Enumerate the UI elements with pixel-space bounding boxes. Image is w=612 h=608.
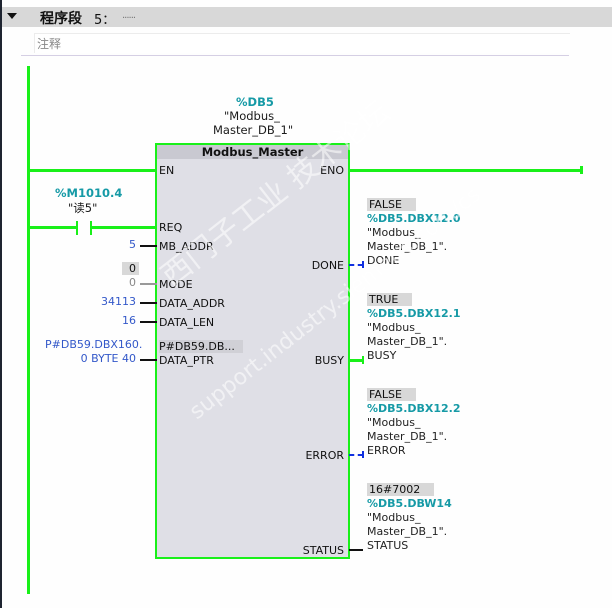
editor-left-border [0,0,2,608]
done-symbol-line3: DONE [367,254,400,267]
error-symbol-line1: "Modbus_ [367,416,421,429]
pin-status: STATUS [302,544,344,557]
network-comment-field[interactable] [34,33,570,53]
contact-symbol[interactable]: "读5" [68,201,98,215]
data-ptr-value-line1[interactable]: P#DB59.DBX160. [45,338,143,351]
header-divider [21,55,569,56]
network-number: 5： [94,13,116,28]
done-wire-end [362,261,364,268]
done-symbol-line2: Master_DB_1". [367,240,448,253]
error-symbol-line3: ERROR [367,444,406,457]
done-address: %DB5.DBX12.0 [367,212,461,225]
status-monitor-value: 16#7002 [367,483,435,496]
done-monitor-value: FALSE [367,198,416,211]
busy-symbol-line1: "Modbus_ [367,321,421,334]
busy-address: %DB5.DBX12.1 [367,307,461,320]
pin-data-len: DATA_LEN [159,316,215,329]
mb-addr-wire [140,245,157,247]
network-title-label: 程序段 [40,11,82,27]
busy-wire-end [362,356,364,364]
network-header[interactable] [2,7,612,27]
req-wire-right [91,226,157,229]
status-wire [349,549,363,551]
data-addr-wire [140,302,157,304]
error-monitor-value: FALSE [367,388,416,401]
done-wire [349,264,363,266]
pin-done: DONE [311,259,344,272]
contact-address[interactable]: %M1010.4 [55,186,123,200]
error-output-operand[interactable]: FALSE %DB5.DBX12.2 "Modbus_ Master_DB_1"… [367,388,461,458]
pin-data-ptr: DATA_PTR [159,354,214,367]
instance-db-name-line1[interactable]: "Modbus_ [224,109,280,123]
mb-addr-value[interactable]: 5 [129,238,136,251]
busy-wire [349,359,363,362]
pin-data-addr: DATA_ADDR [159,297,225,310]
busy-monitor-value: TRUE [367,293,413,306]
pin-eno: ENO [320,164,344,177]
instance-db-address[interactable]: %DB5 [236,95,274,109]
collapse-arrow-icon[interactable] [7,13,17,19]
network-comment-placeholder: 注释 [37,37,62,51]
data-addr-value[interactable]: 34113 [101,295,136,308]
data-len-wire [140,321,157,323]
pin-req: REQ [159,221,183,234]
status-symbol-line2: Master_DB_1". [367,525,448,538]
function-block-type: Modbus_Master [201,145,304,159]
status-symbol-line1: "Modbus_ [367,511,421,524]
done-output-operand[interactable]: FALSE %DB5.DBX12.0 "Modbus_ Master_DB_1"… [367,198,461,268]
status-symbol-line3: STATUS [367,539,409,552]
pin-mode: MODE [159,278,193,291]
req-wire-left [29,226,77,229]
pin-en: EN [159,164,175,177]
network-title-field[interactable]: ...... [122,10,136,21]
data-len-value[interactable]: 16 [122,314,136,327]
pin-mb-addr: MB_ADDR [159,240,214,253]
error-address: %DB5.DBX12.2 [367,402,461,415]
function-block-title-bar [157,145,348,159]
busy-output-operand[interactable]: TRUE %DB5.DBX12.1 "Modbus_ Master_DB_1".… [367,293,461,363]
pin-error: ERROR [305,449,344,462]
status-address: %DB5.DBW14 [367,497,452,510]
instance-db-name-line2[interactable]: Master_DB_1" [213,123,294,137]
pin-busy: BUSY [314,354,344,367]
contact-left-bar[interactable] [76,221,78,235]
mode-value[interactable]: 0 [129,276,136,289]
data-ptr-monitor-value: P#DB59.DB... [159,340,243,353]
status-output-operand[interactable]: 16#7002 %DB5.DBW14 "Modbus_ Master_DB_1"… [367,483,452,553]
mode-monitor-value: 0 [122,262,139,275]
data-ptr-wire [140,359,157,361]
busy-symbol-line2: Master_DB_1". [367,335,448,348]
error-wire-end [362,451,364,458]
mode-wire [140,283,157,285]
left-power-rail [27,66,30,594]
busy-symbol-line3: BUSY [367,349,397,362]
error-wire [349,454,363,456]
error-symbol-line2: Master_DB_1". [367,430,448,443]
eno-wire [348,169,580,172]
data-ptr-value-line2[interactable]: 0 BYTE 40 [80,352,136,365]
eno-wire-end [580,166,583,174]
done-symbol-line1: "Modbus_ [367,226,421,239]
en-wire [29,169,157,172]
